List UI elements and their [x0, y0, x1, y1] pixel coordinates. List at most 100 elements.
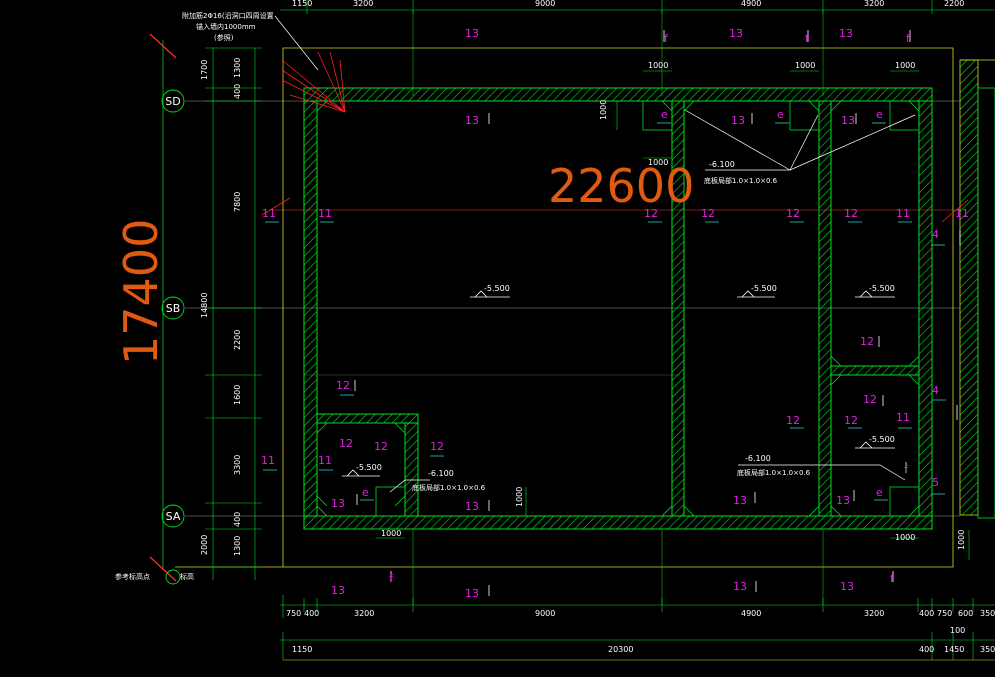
bottom-dim-4900: 4900	[741, 609, 761, 618]
level-6100-c: -6.100	[745, 454, 771, 463]
rebar-13-c: 13	[839, 27, 853, 40]
level-5500-d: -5.500	[356, 463, 382, 472]
top-dim-2200: 2200	[944, 0, 964, 8]
bottom-dim-600: 600	[958, 609, 973, 618]
sump-dim-4: 1000	[648, 158, 668, 167]
rebar-f-d: f	[389, 572, 394, 585]
left-dim-1300b: 1300	[233, 536, 242, 556]
rebar-11-e: 11	[261, 454, 275, 467]
rebar-11-f: 11	[318, 454, 332, 467]
rebar-13-h: 13	[465, 500, 479, 513]
rebar-f-a: f	[664, 32, 669, 45]
level-5500-c: -5.500	[869, 284, 895, 293]
inner-wall-outlines	[316, 100, 920, 517]
sump-dim-8: 1000	[515, 487, 524, 507]
leader-lines	[274, 15, 916, 493]
right-adjacent-structure	[959, 59, 995, 519]
rebar-tick-marks	[354, 30, 961, 596]
rebar-e-d: e	[362, 486, 369, 499]
bottom-reference-note: 参考标高点	[115, 572, 150, 581]
bottom-dim-400c: 400	[919, 645, 934, 654]
dimension-lines	[205, 0, 995, 661]
sump-dim-1: 1000	[648, 61, 668, 70]
rebar-12-d: 12	[844, 207, 858, 220]
rebar-e-e: e	[876, 486, 883, 499]
left-dim-1300a: 1300	[233, 58, 242, 78]
bottom-dim-3200a: 3200	[354, 609, 374, 618]
rebar-13-n: 13	[840, 580, 854, 593]
bottom-dim-750b: 750	[937, 609, 952, 618]
rebar-f-b: f	[805, 32, 810, 45]
left-dim-1700: 1700	[200, 60, 209, 80]
bottom-dim-400b: 400	[919, 609, 934, 618]
rebar-12-f: 12	[336, 379, 350, 392]
rebar-5: 5	[932, 476, 939, 489]
rebar-11-b: 11	[318, 207, 332, 220]
overall-width-dim: 22600	[548, 159, 694, 213]
bottom-dim-20300: 20300	[608, 645, 633, 654]
rebar-e-b: e	[777, 108, 784, 121]
rebar-13-e: 13	[731, 114, 745, 127]
level-triangles	[342, 290, 895, 477]
top-dim-4900: 4900	[741, 0, 761, 8]
rebar-12-g: 12	[786, 414, 800, 427]
cyan-underlines	[263, 122, 946, 501]
rebar-labels-fe: f f f f f f e e e e e 4 4 5	[362, 32, 939, 585]
bottom-dim-350: 350	[980, 609, 995, 618]
axis-bubbles	[161, 89, 185, 585]
top-dim-3200b: 3200	[864, 0, 884, 8]
rebar-e-a: e	[661, 108, 668, 121]
rebar-13-l: 13	[465, 587, 479, 600]
sump-note-3: 底板局部1.0×1.0×0.6	[737, 468, 811, 477]
sump-dim-5: 1000	[381, 529, 401, 538]
left-dim-7800: 7800	[233, 192, 242, 212]
rebar-13-m: 13	[733, 580, 747, 593]
rebar-f-c: f	[906, 32, 911, 45]
bottom-dim-750: 750	[286, 609, 301, 618]
rebar-labels-13: 13 13 13 13 13 13 13 13 13 13 13 13 13 1…	[331, 27, 855, 600]
level-5500-b: -5.500	[751, 284, 777, 293]
concrete-walls	[303, 87, 933, 530]
bottom-dim-1450: 1450	[944, 645, 964, 654]
rebar-labels-12: 12 12 12 12 12 12 12 12 12 12 12 12	[336, 207, 877, 453]
rebar-4-a: 4	[932, 228, 939, 241]
axis-label-sa: SA	[166, 510, 181, 523]
rebar-12-e: 12	[860, 335, 874, 348]
outer-boundary	[175, 47, 954, 568]
bottom-dim-350b: 350	[980, 645, 995, 654]
left-dim-400b: 400	[233, 512, 242, 527]
sump-dim-9: 1000	[957, 530, 966, 550]
top-note-line-1: 附加筋2Φ16(沿洞口四周设置	[182, 11, 274, 20]
rebar-13-b: 13	[729, 27, 743, 40]
rebar-11-d: 11	[955, 207, 969, 220]
rebar-12-c: 12	[786, 207, 800, 220]
rebar-f-f: f	[904, 463, 909, 476]
bottom-dim-3200b: 3200	[864, 609, 884, 618]
rebar-13-d: 13	[465, 114, 479, 127]
left-dim-2200: 2200	[233, 330, 242, 350]
left-dim-2000: 2000	[200, 535, 209, 555]
sump-dim-3: 1000	[895, 61, 915, 70]
bottom-dim-400a: 400	[304, 609, 319, 618]
red-leader-lines	[261, 51, 969, 223]
bottom-reference-note-2: 标高	[180, 572, 194, 581]
top-dim-3200a: 3200	[353, 0, 373, 8]
rebar-12-k: 12	[374, 440, 388, 453]
rebar-12-l: 12	[430, 440, 444, 453]
rebar-4-b: 4	[932, 384, 939, 397]
rebar-12-a: 12	[644, 207, 658, 220]
rebar-12-b: 12	[701, 207, 715, 220]
bottom-dim-100: 100	[950, 626, 965, 635]
sump-dim-7: 1000	[599, 100, 608, 120]
rebar-13-g: 13	[331, 497, 345, 510]
top-note-line-3: (参照)	[214, 33, 234, 42]
rebar-labels-11: 11 11 11 11 11 11 11	[261, 207, 969, 467]
rebar-13-i: 13	[733, 494, 747, 507]
rebar-13-f: 13	[841, 114, 855, 127]
left-dim-400a: 400	[233, 84, 242, 99]
axis-label-sb: SB	[166, 302, 181, 315]
bottom-dim-9000: 9000	[535, 609, 555, 618]
rebar-13-j: 13	[836, 494, 850, 507]
left-dim-3300: 3300	[233, 455, 242, 475]
